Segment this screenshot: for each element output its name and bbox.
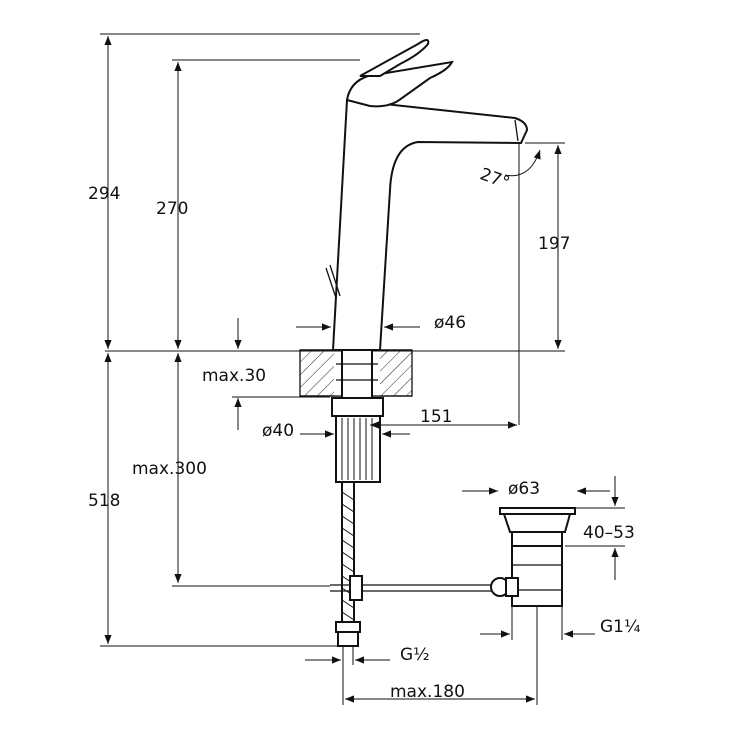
label-waste-range: 40–53 [583, 523, 635, 543]
shank-assembly [331, 349, 384, 483]
dimension-lines [100, 33, 625, 705]
label-max-distance: max.180 [390, 682, 465, 702]
label-max-hose-length: max.300 [132, 459, 207, 479]
label-spout-height: 270 [156, 199, 188, 219]
waste-valve [490, 507, 576, 607]
label-max-deck-thickness: max.30 [202, 366, 266, 386]
flexible-hose [335, 481, 361, 647]
label-total-height-top: 294 [88, 184, 120, 204]
label-waste-thread: G1¼ [600, 617, 640, 637]
faucet-body [325, 39, 529, 351]
label-body-diameter: ø46 [434, 313, 466, 333]
label-spout-reach: 151 [420, 407, 452, 427]
pop-up-rod [330, 575, 492, 601]
label-hose-thread: G½ [400, 645, 430, 665]
label-spout-outlet-height: 197 [538, 234, 570, 254]
label-waste-diameter: ø63 [508, 479, 540, 499]
label-spout-angle: 27° [477, 164, 512, 193]
label-total-height-bottom: 518 [88, 491, 120, 511]
label-shank-diameter: ø40 [262, 421, 294, 441]
